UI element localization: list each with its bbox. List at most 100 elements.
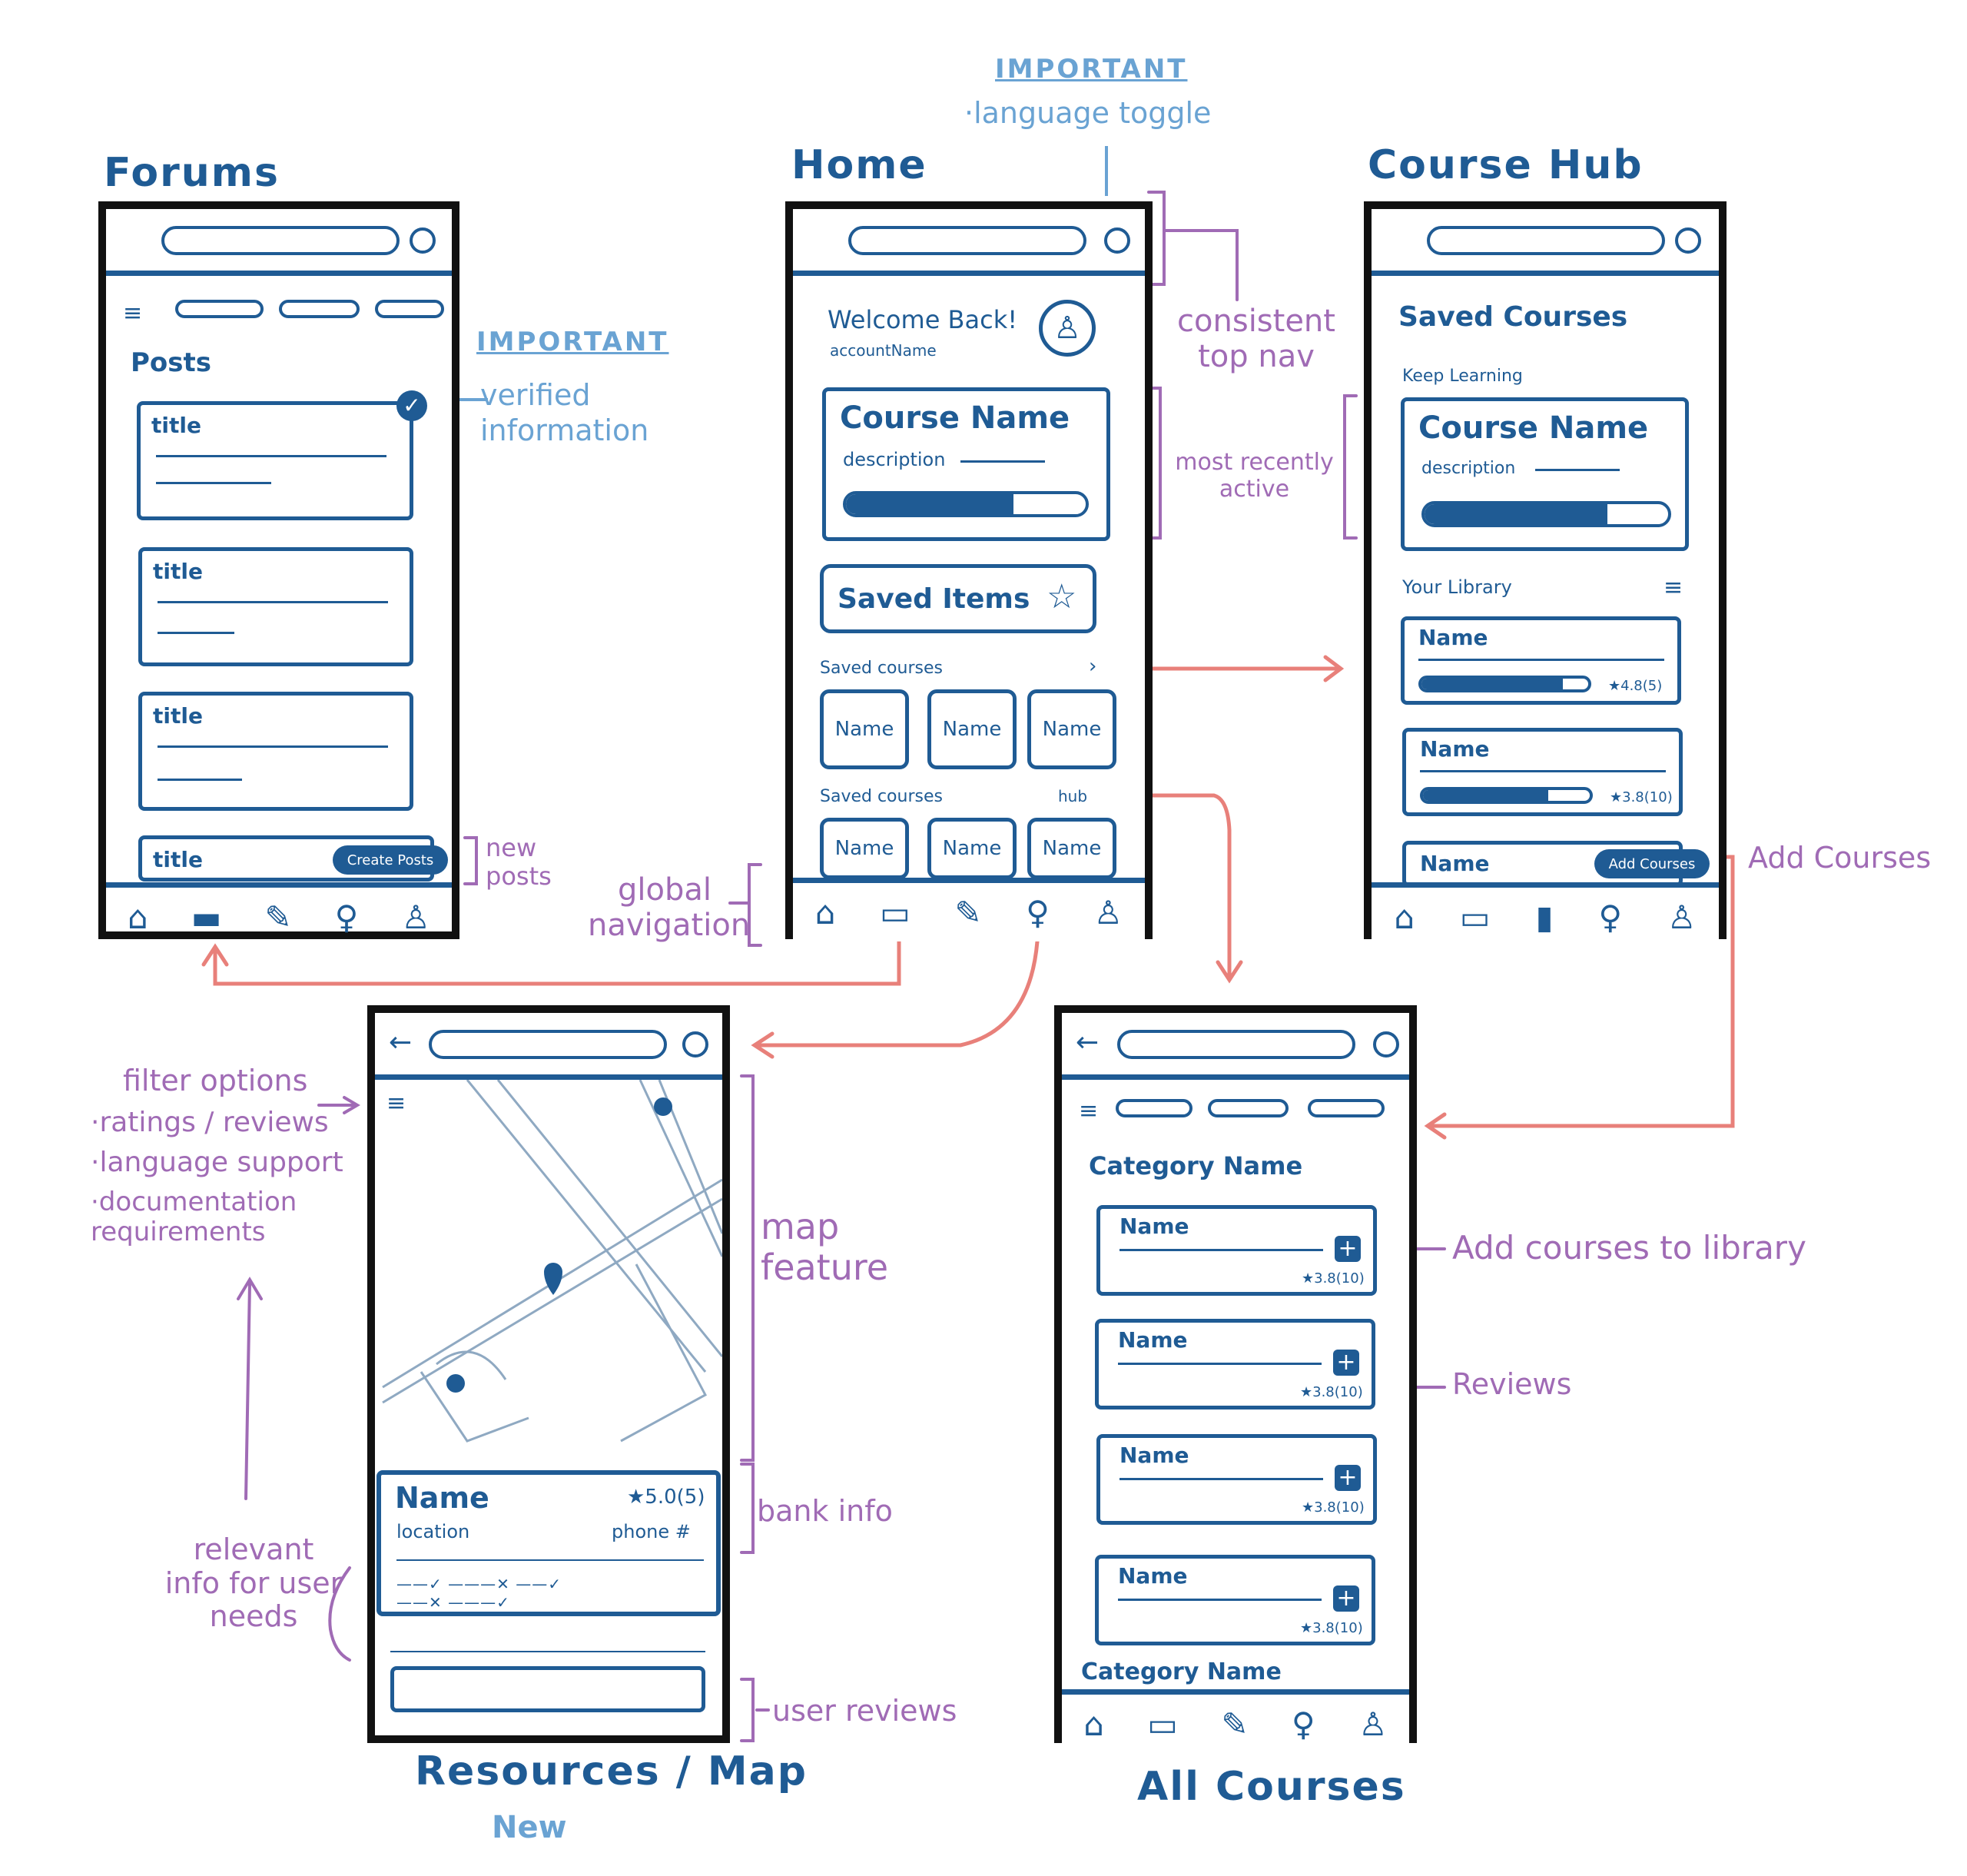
filter-icon[interactable]: ≡ [386,1090,406,1117]
important-label: IMPORTANT [995,54,1188,85]
forums-phone: ≡ Posts title ✓ title title title Create… [98,201,459,939]
filter-chip[interactable] [175,300,264,318]
person-icon[interactable]: ♙ [1358,1705,1388,1743]
user-reviews-box[interactable] [390,1666,705,1712]
verified-info-note: verified information [480,378,649,447]
search-input[interactable] [429,1030,667,1059]
search-input[interactable] [848,226,1086,255]
language-toggle-globe-icon[interactable] [1104,227,1130,254]
home-icon[interactable]: ⌂ [1083,1705,1104,1743]
lightbulb-icon[interactable]: ♀ [334,898,359,936]
chat-icon[interactable]: ▬ [191,898,222,936]
all-courses-screen-title: All Courses [1137,1764,1406,1810]
map-pin-icon [654,1097,672,1116]
map-pin-icon [446,1374,465,1393]
filter-chip[interactable] [1308,1099,1385,1117]
notebook-icon[interactable]: ▮ [1535,898,1554,936]
course-progress-bar [843,491,1089,517]
add-course-plus-icon[interactable]: + [1333,1350,1359,1376]
welcome-text: Welcome Back! [828,305,1018,334]
filter-chip[interactable] [375,300,444,318]
add-course-plus-icon[interactable]: + [1335,1236,1361,1262]
saved-course-tile[interactable]: Name [820,818,909,879]
saved-course-tile[interactable]: Name [1027,818,1116,879]
add-courses-note: Add Courses [1748,841,1932,875]
star-icon: ☆ [1047,577,1077,616]
add-course-plus-icon[interactable]: + [1333,1585,1359,1612]
library-item[interactable]: Name ★3.8(10) [1402,728,1683,816]
lightbulb-icon[interactable]: ♀ [1291,1705,1315,1743]
bank-info-card[interactable]: Name ★5.0(5) location phone # ——✓ ———✕ —… [376,1470,721,1616]
filter-chip[interactable] [279,300,360,318]
bank-info-note: bank info [757,1494,893,1528]
profile-circle-icon[interactable] [682,1031,708,1058]
filter-icon[interactable]: ≡ [1663,574,1683,601]
notebook-icon[interactable]: ✎ [954,893,982,931]
course-list-item[interactable]: Name + ★3.8(10) [1096,1434,1377,1525]
profile-circle-icon[interactable] [1675,227,1701,254]
home-icon[interactable]: ⌂ [1394,898,1415,936]
saved-items-button[interactable]: Saved Items ☆ [820,564,1096,633]
lightbulb-icon[interactable]: ♀ [1598,898,1623,936]
post-card[interactable]: title [138,547,413,666]
user-reviews-note: user reviews [772,1694,957,1728]
top-nav: ← [1062,1013,1409,1080]
create-posts-button[interactable]: Create Posts [333,845,448,875]
filter-options-note: filter options [123,1064,308,1097]
map-view[interactable] [375,1080,722,1479]
post-card[interactable]: title [137,401,413,520]
add-courses-button[interactable]: Add Courses [1594,849,1710,878]
post-card[interactable]: title [138,692,413,811]
filter-chip[interactable] [1208,1099,1289,1117]
profile-circle-icon[interactable] [1373,1031,1399,1058]
saved-course-tile[interactable]: Name [927,689,1017,769]
all-courses-phone: ← ≡ Category Name Name + ★3.8(10) Name +… [1054,1005,1417,1753]
back-arrow-icon[interactable]: ← [389,1027,413,1058]
profile-circle-icon[interactable] [410,227,436,254]
language-toggle-note: ·language toggle [964,96,1212,130]
person-icon[interactable]: ♙ [401,898,430,936]
search-input[interactable] [1117,1030,1355,1059]
notebook-icon[interactable]: ✎ [1221,1705,1249,1743]
person-icon[interactable]: ♙ [1667,898,1697,936]
course-list-item[interactable]: Name + ★3.8(10) [1095,1555,1375,1645]
filter-icon[interactable]: ≡ [123,300,143,327]
home-icon[interactable]: ⌂ [128,898,148,936]
home-screen-title: Home [791,142,927,188]
person-icon[interactable]: ♙ [1093,893,1123,931]
course-list-item[interactable]: Name + ★3.8(10) [1096,1205,1377,1296]
chat-icon[interactable]: ▭ [880,893,911,931]
search-input[interactable] [1427,226,1665,255]
back-arrow-icon[interactable]: ← [1076,1027,1100,1058]
bottom-nav: ⌂ ▭ ✎ ♀ ♙ [1062,1689,1409,1753]
library-item[interactable]: Name ★4.8(5) [1401,616,1681,705]
important-label: IMPORTANT [476,327,669,357]
saved-course-tile[interactable]: Name [1027,689,1116,769]
keep-learning-label: Keep Learning [1402,367,1523,386]
saved-courses-label: Saved courses [820,787,943,806]
chat-icon[interactable]: ▭ [1459,898,1491,936]
chevron-right-icon[interactable]: › [1089,655,1097,678]
relevant-info-note: relevant info for user needs [164,1532,343,1634]
course-list-item[interactable]: Name + ★3.8(10) [1095,1319,1375,1409]
course-progress-bar [1421,501,1671,527]
search-input[interactable] [161,226,400,255]
chat-icon[interactable]: ▭ [1147,1705,1178,1743]
filter-icon[interactable]: ≡ [1079,1097,1099,1124]
resources-map-phone: ← ≡ Name ★5.0(5) location phone # ——✓ ——… [367,1005,730,1743]
home-icon[interactable]: ⌂ [814,893,836,931]
progress-fill [1423,790,1548,801]
saved-course-tile[interactable]: Name [927,818,1017,879]
hub-link[interactable]: hub [1058,787,1088,805]
notebook-icon[interactable]: ✎ [264,898,292,936]
filter-chip[interactable] [1116,1099,1192,1117]
course-card[interactable]: Course Name description [1401,397,1689,551]
add-course-plus-icon[interactable]: + [1335,1465,1361,1491]
lightbulb-icon[interactable]: ♀ [1026,893,1050,931]
bottom-nav: ⌂ ▬ ✎ ♀ ♙ [106,882,452,946]
saved-course-tile[interactable]: Name [820,689,909,769]
avatar-icon[interactable]: ♙ [1039,300,1096,357]
progress-fill [1421,679,1564,689]
course-card[interactable]: Course Name description [822,387,1110,541]
